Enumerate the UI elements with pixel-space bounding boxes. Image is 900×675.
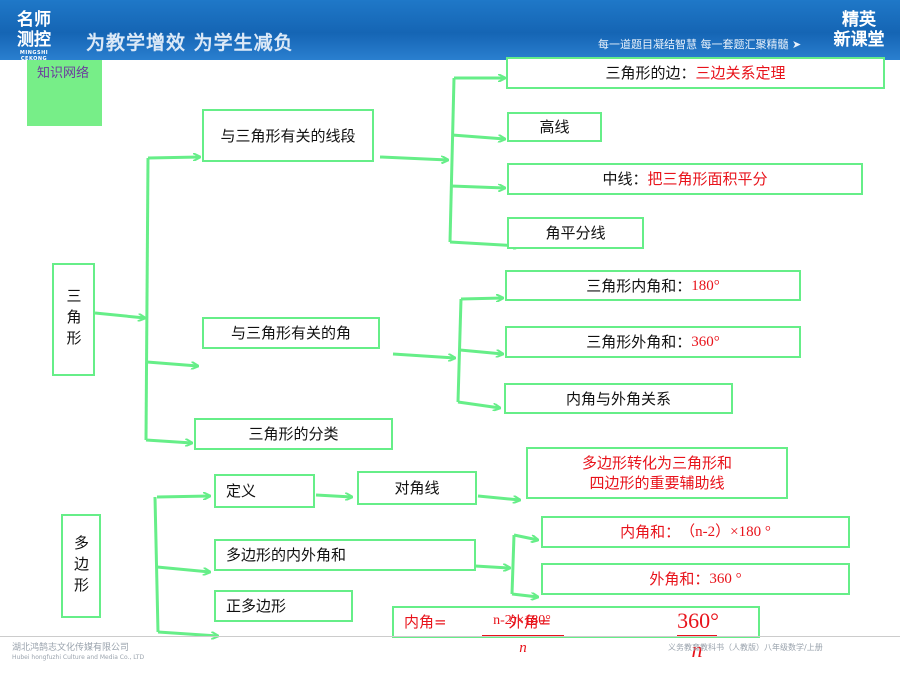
segments-node: 与三角形有关的线段 <box>202 109 374 162</box>
regular-exterior-prefix: 外角= <box>508 613 552 631</box>
interior-sum-value: 180° <box>691 277 720 294</box>
height-node: 高线 <box>507 112 602 142</box>
triangle-root-label: 三角形 <box>64 288 83 351</box>
regular-interior-prefix: 内角= <box>404 613 447 631</box>
diagonal-note-node: 多边形转化为三角形和 四边形的重要辅助线 <box>526 447 788 499</box>
regular-label: 正多边形 <box>226 597 287 615</box>
logo-left-sub: MINGSHI CEKONG <box>19 50 49 62</box>
median-highlight: 把三角形面积平分 <box>647 170 768 188</box>
angle-sum-label: 多边形的内外角和 <box>226 546 347 564</box>
diagonal-note-line2: 四边形的重要辅助线 <box>589 474 725 492</box>
polygon-interior-sum-value: （n-2）×180 ° <box>680 524 771 540</box>
regular-formula-node: 内角= 外角= <box>392 606 760 638</box>
exterior-sum-node: 三角形外角和：360° <box>505 326 801 358</box>
polygon-exterior-sum-value: 360 ° <box>709 571 742 587</box>
side-node: 三角形的边：三边关系定理 <box>506 57 885 89</box>
relation-node: 内角与外角关系 <box>504 383 733 414</box>
footer-divider <box>0 636 900 637</box>
angles-node: 与三角形有关的角 <box>202 317 380 349</box>
slogan: 为教学增效 为学生减负 <box>86 32 294 54</box>
side-prefix: 三角形的边： <box>605 64 696 82</box>
footer-book: 义务教育教科书（人教版）八年级数学/上册 <box>668 643 823 652</box>
bisector-label: 角平分线 <box>545 224 606 242</box>
exterior-sum-value: 360° <box>691 334 720 350</box>
polygon-interior-sum-prefix: 内角和： <box>620 523 681 541</box>
polygon-interior-sum-node: 内角和：（n-2）×180 ° <box>541 516 850 548</box>
regular-exterior-numerator: 360° <box>677 608 719 633</box>
bisector-node: 角平分线 <box>507 217 644 249</box>
definition-label: 定义 <box>226 482 257 500</box>
header-banner: 名师 测控 MINGSHI CEKONG 为教学增效 为学生减负 每一道题目凝结… <box>0 0 900 62</box>
title-knowledge-network: 知识网络 <box>27 60 102 126</box>
side-highlight: 三边关系定理 <box>695 64 786 82</box>
diagonal-label: 对角线 <box>394 479 440 497</box>
interior-sum-node: 三角形内角和：180° <box>505 270 801 301</box>
regular-node: 正多边形 <box>214 590 353 622</box>
exterior-sum-prefix: 三角形外角和： <box>586 333 692 351</box>
footer-publisher-en: Hubei hongfuzhi Culture and Media Co., L… <box>12 654 145 661</box>
logo-right: 精英 新课堂 <box>833 10 885 54</box>
slogan-right: 每一道题目凝结智慧 每一套题汇聚精髓 ➤ <box>598 36 801 52</box>
median-node: 中线：把三角形面积平分 <box>507 163 863 195</box>
height-label: 高线 <box>539 118 570 136</box>
regular-interior-denominator: n <box>519 640 527 656</box>
footer-publisher-cn: 湖北鸿鹄志文化传媒有限公司 <box>12 643 130 653</box>
angles-label: 与三角形有关的角 <box>230 324 351 342</box>
interior-sum-prefix: 三角形内角和： <box>586 276 692 295</box>
logo-left: 名师 测控 MINGSHI CEKONG <box>10 10 58 62</box>
footer-publisher: 湖北鸿鹄志文化传媒有限公司 Hubei hongfuzhi Culture an… <box>12 640 144 661</box>
slogan-right-text: 每一道题目凝结智慧 每一套题汇聚精髓 <box>598 38 789 51</box>
logo-left-line1: 名师 <box>17 10 51 30</box>
relation-label: 内角与外角关系 <box>565 389 671 408</box>
regular-exterior-denominator: n <box>691 637 703 662</box>
polygon-exterior-sum-node: 外角和：360 ° <box>541 563 850 595</box>
segments-label: 与三角形有关的线段 <box>220 126 356 145</box>
classification-node: 三角形的分类 <box>194 418 393 450</box>
classification-label: 三角形的分类 <box>248 425 339 443</box>
angle-sum-node: 多边形的内外角和 <box>214 539 476 571</box>
definition-node: 定义 <box>214 474 315 508</box>
diagonal-node: 对角线 <box>357 471 477 505</box>
polygon-root: 多边形 <box>61 514 101 618</box>
logo-right-line1: 精英 <box>842 10 876 30</box>
arrow-right-icon: ➤ <box>792 38 802 51</box>
logo-left-line2: 测控 <box>17 30 51 50</box>
diagonal-note-line1: 多边形转化为三角形和 <box>581 454 732 472</box>
polygon-root-label: 多边形 <box>72 534 90 598</box>
regular-interior-numerator: n-2)×180° <box>493 613 551 628</box>
polygon-exterior-sum-prefix: 外角和： <box>649 570 710 588</box>
logo-right-line2: 新课堂 <box>833 30 885 50</box>
median-prefix: 中线： <box>602 170 648 188</box>
triangle-root: 三角形 <box>52 263 95 376</box>
